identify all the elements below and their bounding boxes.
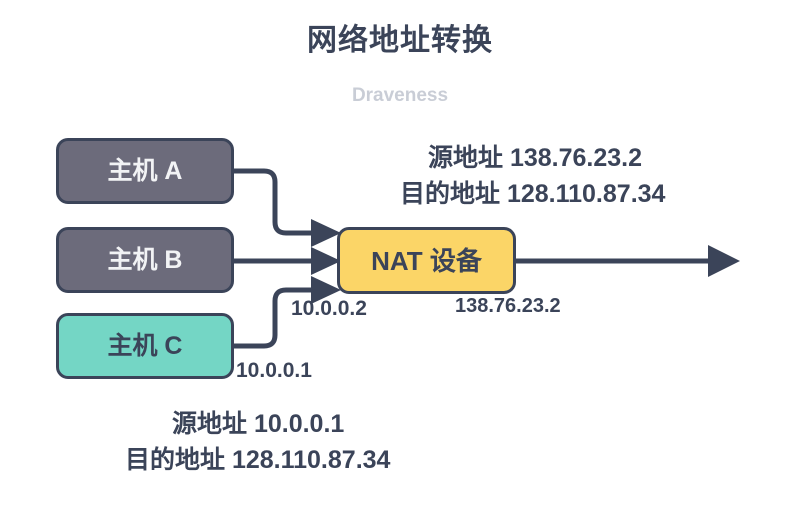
- node-host-b-label: 主机 B: [107, 245, 183, 274]
- node-host-a-label: 主机 A: [107, 156, 183, 185]
- edge-host-a-to-nat: [234, 168, 314, 236]
- edge-host-c-to-nat: [234, 287, 314, 349]
- label-original-source: 源地址 10.0.0.1: [172, 410, 345, 438]
- label-ip-host-c: 10.0.0.1: [236, 359, 312, 382]
- label-translated-destination: 目的地址 128.110.87.34: [400, 180, 666, 208]
- node-host-a[interactable]: 主机 A: [56, 138, 234, 204]
- label-original-destination: 目的地址 128.110.87.34: [125, 446, 391, 474]
- page-subtitle: Draveness: [351, 85, 449, 106]
- page-title: 网络地址转换: [307, 24, 493, 57]
- arrowhead-host-b: [311, 247, 341, 275]
- arrowhead-host-c: [311, 276, 341, 304]
- node-host-c[interactable]: 主机 C: [56, 313, 234, 379]
- label-ip-nat-public: 138.76.23.2: [455, 295, 561, 317]
- node-nat-device-label: NAT 设备: [371, 245, 482, 276]
- label-translated-source: 源地址 138.76.23.2: [428, 144, 643, 172]
- node-nat-device[interactable]: NAT 设备: [337, 227, 516, 294]
- arrowhead-host-a: [311, 219, 341, 247]
- label-ip-host-a: 10.0.0.2: [291, 297, 367, 320]
- label-original-packet: 源地址 10.0.0.1 目的地址 128.110.87.34: [125, 406, 390, 478]
- label-translated-packet: 源地址 138.76.23.2 目的地址 128.110.87.34: [400, 140, 665, 212]
- node-host-b[interactable]: 主机 B: [56, 227, 234, 293]
- node-host-c-label: 主机 C: [107, 331, 183, 360]
- arrowhead-internet: [708, 245, 740, 277]
